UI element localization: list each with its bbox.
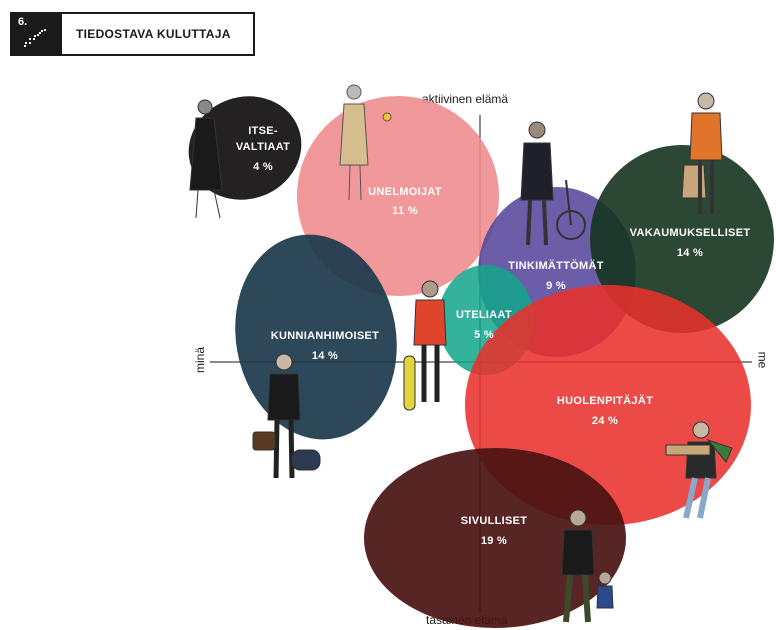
person-illustration-tinkimattomat <box>520 121 586 246</box>
section-title: TIEDOSTAVA KULUTTAJA <box>76 27 231 41</box>
segment-value-kunnianhimoiset: 14 % <box>312 350 338 362</box>
section-number: 6. <box>18 16 28 28</box>
segment-name-huolenpitajat: HUOLENPITÄJÄT <box>557 394 653 407</box>
person-illustration-sivulliset <box>561 509 614 623</box>
stairs-icon <box>24 27 46 47</box>
segment-name-kunnianhimoiset: KUNNIANHIMOISET <box>271 330 379 342</box>
segment-value-tinkimattomat: 9 % <box>546 280 566 292</box>
segment-name-itse-valtiaat-2: VALTIAAT <box>236 141 290 153</box>
segment-value-uteliaat: 5 % <box>474 329 494 341</box>
segment-value-sivulliset: 19 % <box>481 535 507 547</box>
person-illustration-uteliaat <box>403 280 447 411</box>
segment-name-unelmoijat: UNELMOIJAT <box>368 186 442 198</box>
person-illustration-unelmoijat <box>339 84 392 201</box>
person-illustration-kunnianhimoiset <box>252 353 321 479</box>
segment-value-vakaumukselliset: 14 % <box>677 247 703 259</box>
person-illustration-itse-valtiaat <box>189 99 223 219</box>
segment-name-uteliaat: UTELIAAT <box>456 309 512 321</box>
section-number-box: 6. <box>12 14 62 54</box>
segment-name-itse-valtiaat-1: ITSE- <box>248 125 278 137</box>
section-header: 6. TIEDOSTAVA KULUTTAJA <box>10 12 255 56</box>
person-illustration-vakaumukselliset <box>681 92 723 214</box>
ellipse-vakaumukselliset <box>590 145 774 333</box>
segment-value-unelmoijat: 11 % <box>392 205 418 217</box>
segment-name-vakaumukselliset: VAKAUMUKSELLISET <box>630 227 751 239</box>
axis-label-top: aktiivinen elämä <box>422 92 509 106</box>
segment-name-tinkimattomat: TINKIMÄTTÖMÄT <box>508 259 604 272</box>
segment-value-itse-valtiaat: 4 % <box>253 161 273 173</box>
ellipse-sivulliset <box>364 448 626 628</box>
person-illustration-huolenpitajat <box>665 421 733 519</box>
segment-name-sivulliset: SIVULLISET <box>461 515 528 527</box>
segment-value-huolenpitajat: 24 % <box>592 415 618 427</box>
